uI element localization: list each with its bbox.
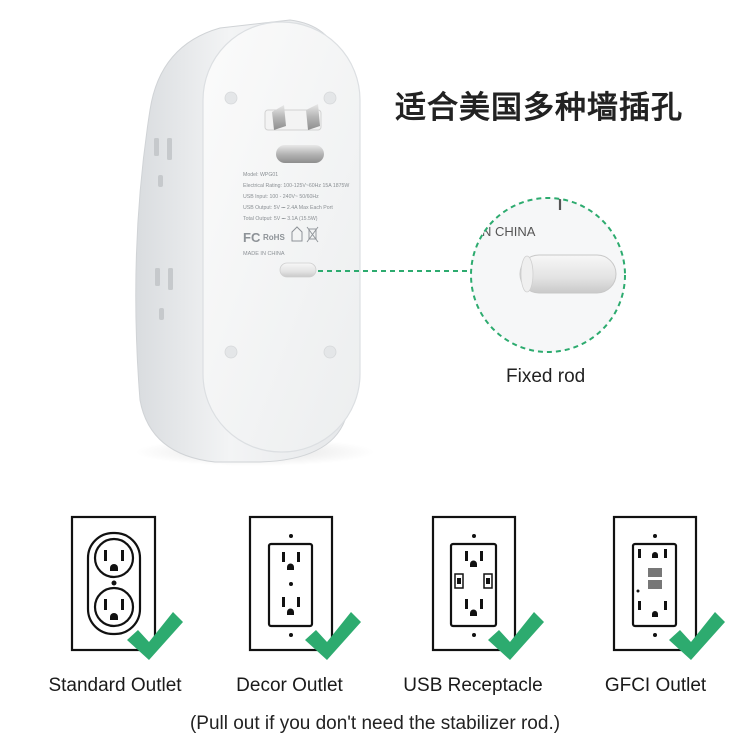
fc-mark: FC bbox=[243, 230, 261, 245]
plug-prongs bbox=[264, 104, 324, 163]
weee-bin-icon bbox=[306, 226, 319, 243]
device-back-face: Model: WPG01 Electrical Rating: 100-125V… bbox=[202, 21, 361, 453]
rating-text: Electrical Rating: 100-125V~60Hz 15A 187… bbox=[243, 183, 349, 189]
house-icon bbox=[291, 226, 303, 242]
outlet-caption: GFCI Outlet bbox=[604, 675, 707, 696]
outlet-extender-illustration: Model: WPG01 Electrical Rating: 100-125V… bbox=[135, 19, 626, 466]
zoom-made-in-text: N CHINA bbox=[482, 224, 536, 239]
standard-outlet-icon bbox=[70, 515, 183, 660]
screw-holes bbox=[224, 91, 337, 359]
made-in-text: MADE IN CHINA bbox=[243, 251, 285, 257]
usb-input-text: USB Input: 100 - 240V~ 50/60Hz bbox=[243, 194, 319, 200]
side-outlet-slots bbox=[154, 138, 173, 320]
outlet-caption: Decor Outlet bbox=[236, 675, 343, 696]
model-text: Model: WPG01 bbox=[243, 172, 278, 178]
total-output-text: Total Output: 5V ⎓ 3.1A (15.5W) bbox=[243, 216, 318, 222]
fixed-rod-label: Fixed rod bbox=[506, 366, 586, 387]
usb-output-text: USB Output: 5V ⎓ 2.4A Max Each Port bbox=[243, 205, 333, 211]
outlet-caption: Standard Outlet bbox=[48, 675, 182, 696]
headline: 适合美国多种墙插孔 bbox=[395, 90, 683, 126]
rohs-mark: RoHS bbox=[263, 233, 285, 242]
usb-outlet-icon bbox=[431, 515, 544, 660]
device-fixed-rod bbox=[279, 262, 317, 278]
decor-outlet-icon bbox=[248, 515, 361, 660]
outlet-caption: USB Receptacle bbox=[403, 675, 543, 696]
zoom-callout: S N CHINA bbox=[470, 185, 626, 353]
svg-text:S: S bbox=[497, 185, 506, 201]
footnote: (Pull out if you don't need the stabiliz… bbox=[189, 713, 561, 734]
outlet-types-row bbox=[70, 515, 725, 660]
gfci-outlet-icon bbox=[612, 515, 725, 660]
